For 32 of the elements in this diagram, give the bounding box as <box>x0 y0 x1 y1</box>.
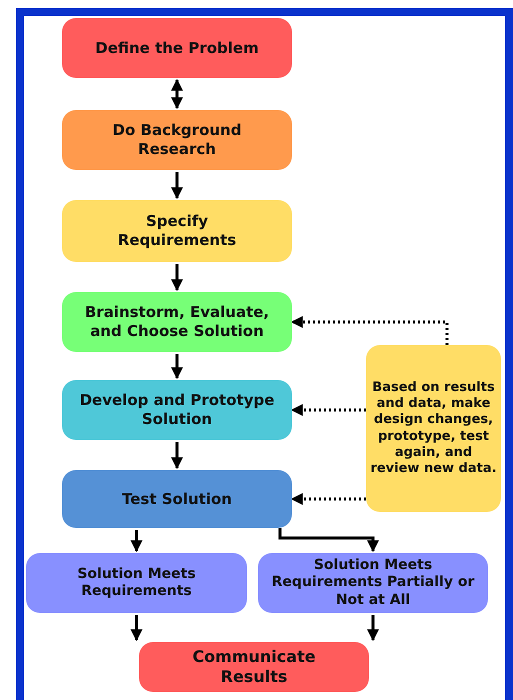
arrow <box>290 493 366 505</box>
process-box <box>258 553 488 613</box>
process-box <box>62 110 292 170</box>
arrow <box>171 78 183 110</box>
process-box <box>62 200 292 262</box>
step-text: Solution Meets Requirements <box>76 566 197 600</box>
arrow <box>171 264 183 292</box>
step-text: Brainstorm, Evaluate, and Choose Solution <box>84 303 270 341</box>
arrow <box>278 528 379 552</box>
process-box <box>26 553 247 613</box>
arrow <box>171 172 183 200</box>
step-text: Based on results and data, make design changes, prototype, test again, and review new data. <box>369 380 498 478</box>
process-box <box>62 18 292 78</box>
step-text: Solution Meets Requirements Partially or Not at All <box>270 556 476 610</box>
step-text: Specify Requirements <box>116 212 238 250</box>
arrow <box>130 530 142 552</box>
step-text: Define the Problem <box>95 38 259 58</box>
process-box <box>62 380 292 440</box>
process-box <box>62 470 292 528</box>
process-box <box>366 345 501 512</box>
process-box <box>139 642 369 692</box>
arrow <box>130 615 142 642</box>
arrow <box>290 316 448 345</box>
step-text: Develop and Prototype Solution <box>78 391 276 429</box>
arrow <box>290 404 366 416</box>
step-text: Communicate Results <box>191 647 317 687</box>
step-text: Test Solution <box>122 490 232 508</box>
step-text: Do Background Research <box>112 121 242 159</box>
arrow <box>367 615 379 642</box>
process-box <box>62 292 292 352</box>
arrow <box>171 354 183 380</box>
arrow <box>171 442 183 470</box>
